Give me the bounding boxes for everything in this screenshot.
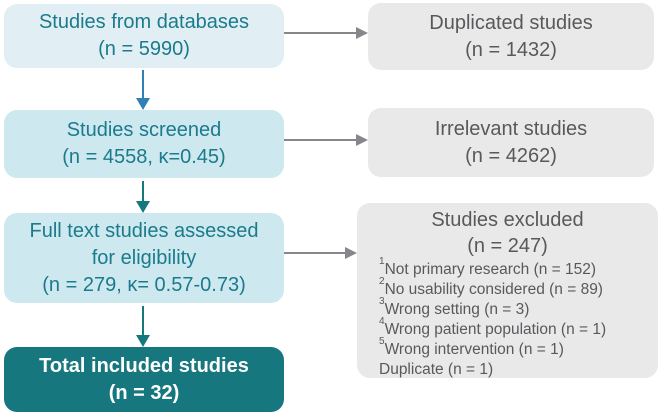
side-arrow-3-head bbox=[345, 247, 357, 259]
exclusion-reason: 2No usability considered (n = 89) bbox=[379, 275, 603, 298]
side-arrow-1-stem bbox=[284, 32, 356, 34]
box-studies-screened: Studies screened (n = 4558, κ=0.45) bbox=[4, 110, 284, 178]
box-studies-from-databases: Studies from databases (n = 5990) bbox=[4, 4, 284, 68]
box-line: Irrelevant studies bbox=[434, 117, 588, 140]
box-line: (n = 279, κ= 0.57-0.73) bbox=[42, 273, 246, 296]
side-arrow-3-stem bbox=[284, 252, 345, 254]
box-duplicated-studies: Duplicated studies (n = 1432) bbox=[368, 3, 654, 70]
box-line: (n = 32) bbox=[108, 381, 180, 404]
box-line: (n = 4558, κ=0.45) bbox=[62, 146, 226, 168]
down-arrow-2-stem bbox=[142, 181, 144, 202]
box-irrelevant-studies: Irrelevant studies (n = 4262) bbox=[368, 108, 654, 177]
side-arrow-1-head bbox=[356, 27, 368, 39]
box-fulltext-assessed: Full text studies assessed for eligibili… bbox=[4, 213, 284, 303]
down-arrow-3-stem bbox=[142, 306, 144, 336]
side-arrow-2-head bbox=[356, 134, 368, 146]
exclusion-reason: 3Wrong setting (n = 3) bbox=[379, 295, 530, 318]
down-arrow-1-head bbox=[136, 98, 150, 110]
exclusion-reasons-list: 1Not primary research (n = 152) 2No usab… bbox=[357, 255, 658, 380]
exclusion-reason: 4Wrong patient population (n = 1) bbox=[379, 315, 607, 338]
side-arrow-2-stem bbox=[284, 139, 356, 141]
box-line: Studies screened bbox=[66, 119, 222, 141]
box-line: Total included studies bbox=[39, 354, 249, 377]
down-arrow-1-stem bbox=[142, 70, 144, 98]
box-title-line: Studies excluded bbox=[431, 209, 584, 231]
down-arrow-3-head bbox=[136, 335, 150, 347]
box-line: (n = 1432) bbox=[465, 38, 557, 61]
box-title-line: (n = 247) bbox=[467, 235, 548, 257]
box-total-included: Total included studies (n = 32) bbox=[4, 347, 284, 412]
box-line: Full text studies assessed bbox=[29, 219, 259, 242]
box-line: for eligibility bbox=[91, 246, 197, 269]
box-line: (n = 4262) bbox=[465, 144, 557, 167]
box-line: Duplicated studies bbox=[429, 11, 593, 34]
exclusion-reason: Duplicate (n = 1) bbox=[379, 361, 494, 378]
exclusion-reason: 1Not primary research (n = 152) bbox=[379, 255, 597, 278]
exclusion-reason: 5Wrong intervention (n = 1) bbox=[379, 335, 564, 358]
box-line: Studies from databases bbox=[38, 11, 250, 33]
down-arrow-2-head bbox=[136, 201, 150, 213]
box-studies-excluded: Studies excluded (n = 247) 1Not primary … bbox=[357, 203, 658, 378]
box-line: (n = 5990) bbox=[98, 38, 190, 60]
